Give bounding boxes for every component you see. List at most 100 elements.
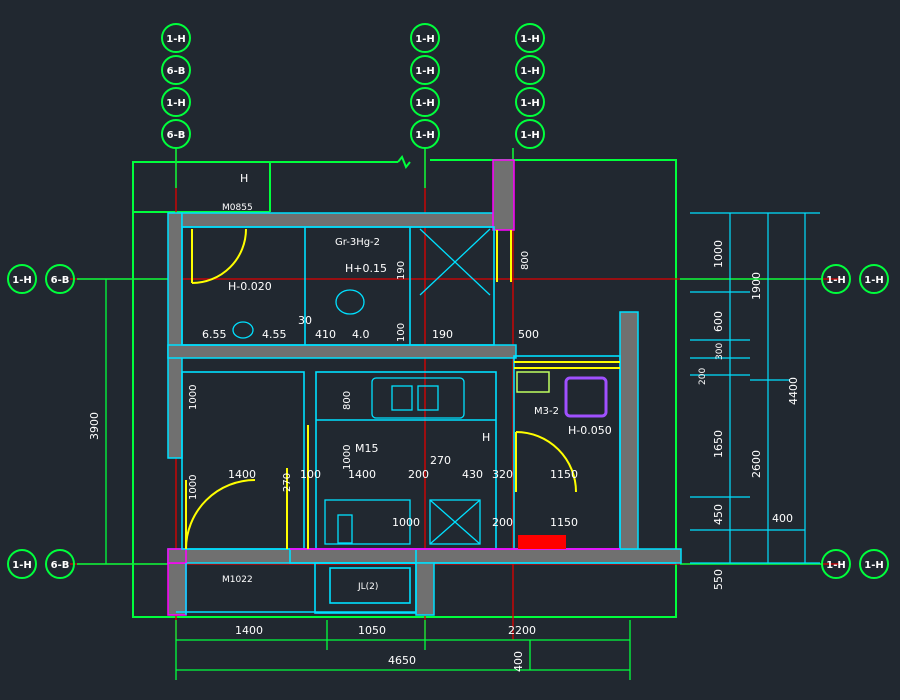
dim-bottom-400: 400 [512, 651, 525, 672]
svg-text:1-H: 1-H [864, 275, 883, 286]
dim-row1-f: 190 [432, 328, 453, 341]
axis-bubble-left-lower: 6-B [45, 549, 75, 579]
svg-text:1-H: 1-H [415, 98, 434, 109]
axis-bubble-top-left: 6-B [161, 119, 191, 149]
h-mid-label: H [482, 431, 490, 444]
axis-bubble-top-middle: 1-H [410, 119, 440, 149]
svg-text:1-H: 1-H [520, 98, 539, 109]
dim-bottom-1050: 1050 [358, 624, 386, 637]
axis-bubble-top-middle: 1-H [410, 55, 440, 85]
fixture-tag-label: Gr-3Hg-2 [335, 237, 380, 248]
svg-text:1-H: 1-H [166, 98, 185, 109]
room-right-label: M3-2 [534, 406, 559, 417]
svg-text:6-B: 6-B [167, 130, 186, 141]
axis-bubble-right-lower: 1-H [859, 549, 889, 579]
dim-right-1000: 1000 [712, 240, 725, 268]
svg-text:1-H: 1-H [826, 275, 845, 286]
axis-bubble-top-middle: 1-H [410, 23, 440, 53]
fixtures [232, 228, 491, 545]
dim-right-1900: 1900 [750, 272, 763, 300]
door-swings [185, 228, 620, 550]
dim-row1-e: 4.0 [352, 328, 370, 341]
svg-text:1-H: 1-H [520, 66, 539, 77]
svg-text:1-H: 1-H [826, 560, 845, 571]
axis-bubble-top-middle: 1-H [410, 87, 440, 117]
axis-bubble-top-right: 1-H [515, 119, 545, 149]
dim-mid-1400a: 1400 [228, 468, 256, 481]
axis-bubble-top-left: 6-B [161, 55, 191, 85]
dim-right-550: 550 [712, 569, 725, 590]
shaft-label: JL(2) [357, 582, 378, 592]
axis-bubbles: 1-H 6-B 1-H 6-B 1-H 1-H 1-H 1-H 1-H 1-H 1-H 1-H 1-H 6… [7, 23, 889, 579]
dim-right-1650: 1650 [712, 430, 725, 458]
outer-boundary [132, 155, 677, 618]
dim-row1-d: 410 [315, 328, 336, 341]
svg-text:1-H: 1-H [415, 66, 434, 77]
dim-mid-200: 200 [408, 468, 429, 481]
dim-v-100: 100 [396, 323, 407, 342]
dim-low-1000: 1000 [392, 516, 420, 529]
dim-500: 500 [518, 328, 539, 341]
dim-bottom-1400: 1400 [235, 624, 263, 637]
axis-bubble-left-upper: 6-B [45, 264, 75, 294]
bottom-dimension-lines [105, 279, 631, 680]
dim-bottom-total: 4650 [388, 654, 416, 667]
dim-mid-320: 320 [492, 468, 513, 481]
axis-leaders [77, 148, 822, 565]
partitions [176, 226, 676, 615]
dim-right-4400: 4400 [787, 377, 800, 405]
svg-text:1-H: 1-H [864, 560, 883, 571]
axis-bubble-right-upper: 1-H [859, 264, 889, 294]
h-top-label: H [240, 172, 248, 185]
svg-text:6-B: 6-B [51, 275, 70, 286]
dim-right-450: 450 [712, 504, 725, 525]
axis-bubble-right-lower: 1-H [821, 549, 851, 579]
dim-mid-1400b: 1400 [348, 468, 376, 481]
labels: H M0855 Gr-3Hg-2 H+0.15 H-0.020 H-0.050 … [88, 172, 800, 672]
dim-right-2600: 2600 [750, 450, 763, 478]
dim-v-800: 800 [520, 251, 531, 270]
axis-bubble-right-upper: 1-H [821, 264, 851, 294]
dim-v2: 800 [342, 391, 353, 410]
svg-text:1-H: 1-H [166, 34, 185, 45]
axis-bubble-top-right: 1-H [515, 55, 545, 85]
axis-bubble-top-right: 1-H [515, 23, 545, 53]
dim-low-200: 200 [492, 516, 513, 529]
axis-bubble-top-left: 1-H [161, 87, 191, 117]
svg-text:1-H: 1-H [520, 34, 539, 45]
level-3-label: H-0.050 [568, 424, 612, 437]
svg-text:6-B: 6-B [51, 560, 70, 571]
dim-left-total: 3900 [88, 412, 101, 440]
dim-row1-c: 30 [298, 314, 312, 327]
dim-row1-a: 6.55 [202, 328, 227, 341]
dim-v-190: 190 [396, 261, 407, 280]
dim-low-1150: 1150 [550, 516, 578, 529]
dim-bottom-2200: 2200 [508, 624, 536, 637]
svg-text:1-H: 1-H [415, 34, 434, 45]
room-mid-label: M15 [355, 442, 379, 455]
axis-bubble-top-left: 1-H [161, 23, 191, 53]
dim-mid-430: 430 [462, 468, 483, 481]
door-bottom-label: M1022 [222, 575, 253, 585]
kitchen-appliance [516, 371, 608, 549]
dim-row1-b: 4.55 [262, 328, 287, 341]
dim-v4: 1000 [188, 475, 199, 500]
dim-mid-100: 100 [300, 468, 321, 481]
right-dimension-lines [690, 212, 820, 564]
door-top-label: M0855 [222, 203, 253, 213]
svg-text:1-H: 1-H [415, 130, 434, 141]
dim-right-300: 300 [715, 343, 725, 360]
dim-right-400: 400 [772, 512, 793, 525]
axis-bubble-top-right: 1-H [515, 87, 545, 117]
level-2-label: H-0.020 [228, 280, 272, 293]
svg-text:1-H: 1-H [12, 560, 31, 571]
dim-v1: 1000 [188, 385, 199, 410]
dim-mid-1150: 1150 [550, 468, 578, 481]
axis-bubble-left-upper: 1-H [7, 264, 37, 294]
dim-mid-270: 270 [430, 454, 451, 467]
dim-v-270: 270 [282, 473, 293, 492]
svg-text:1-H: 1-H [12, 275, 31, 286]
level-1-label: H+0.15 [345, 262, 387, 275]
dim-right-200: 200 [698, 368, 708, 385]
